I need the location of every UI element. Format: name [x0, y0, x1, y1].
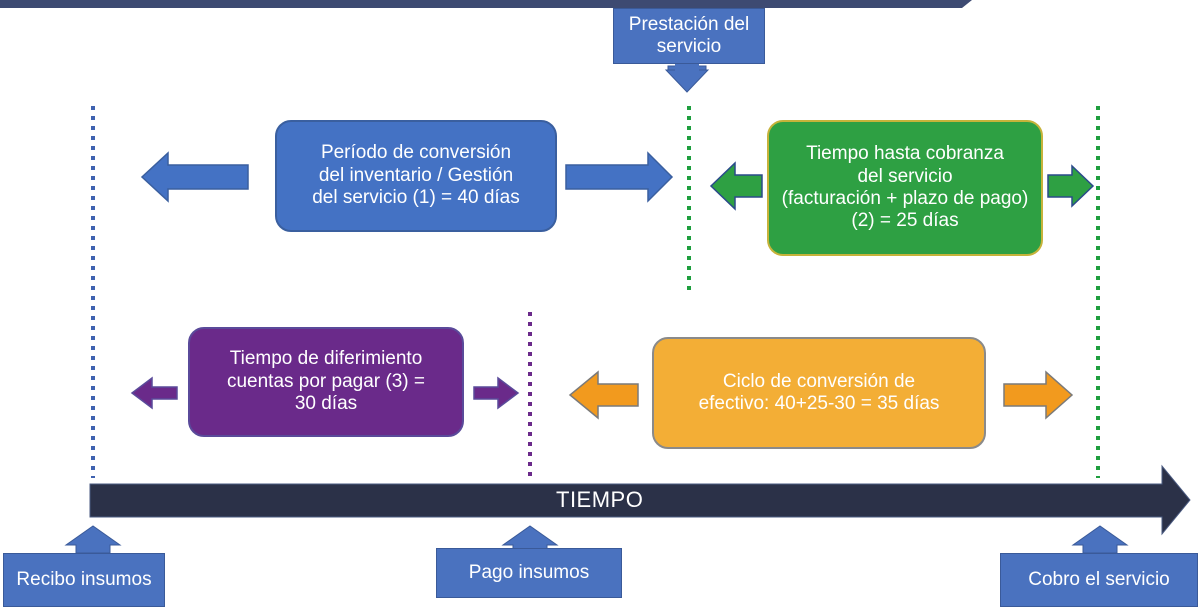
collection-time-box: Tiempo hasta cobranza del servicio (fact… [767, 120, 1043, 256]
collection-right-arrow [1047, 164, 1095, 208]
cash-cycle-right-arrow [1003, 370, 1074, 420]
payables-left-arrow [130, 376, 178, 410]
inventory-line3: del servicio (1) = 40 días [312, 187, 520, 209]
collection-line1: Tiempo hasta cobranza [806, 143, 1004, 165]
collection-line2: del servicio [857, 165, 953, 187]
prestacion-callout: Prestación del servicio [613, 8, 765, 64]
pago-insumos-label: Pago insumos [436, 548, 622, 598]
inventory-left-arrow [140, 151, 249, 203]
payables-line2: cuentas por pagar (3) = [226, 370, 426, 392]
prestacion-label-line2: servicio [656, 36, 722, 57]
cobro-servicio-text: Cobro el servicio [1028, 569, 1170, 591]
inventory-period-box: Período de conversión del inventario / G… [275, 120, 557, 232]
cash-conversion-cycle-box: Ciclo de conversión de efectivo: 40+25-3… [652, 337, 986, 449]
cash-cycle-line2: efectivo: 40+25-30 = 35 días [698, 393, 940, 414]
cash-cycle-left-arrow [568, 370, 639, 420]
top-banner-bar [0, 0, 972, 8]
payables-line1: Tiempo de diferimiento [229, 348, 423, 370]
recibo-insumos-text: Recibo insumos [16, 569, 152, 591]
inventory-line2: del inventario / Gestión [318, 164, 514, 186]
timeline-arrow [89, 464, 1191, 536]
prestacion-arrow-stem [675, 64, 699, 72]
collection-line3: (facturación + plazo de pago) [781, 188, 1029, 209]
inventory-line1: Período de conversión [320, 142, 512, 164]
recibo-up-arrow [64, 525, 122, 554]
collection-line4: (2) = 25 días [851, 210, 959, 232]
payables-line3: 30 días [294, 393, 358, 415]
payables-right-arrow [473, 376, 520, 410]
recibo-insumos-label: Recibo insumos [3, 553, 165, 607]
inventory-right-arrow [565, 151, 674, 203]
collection-left-arrow [709, 161, 763, 211]
payables-deferral-box: Tiempo de diferimiento cuentas por pagar… [188, 327, 464, 437]
cobro-servicio-label: Cobro el servicio [1000, 553, 1198, 607]
timeline-label: TIEMPO [556, 487, 644, 512]
pago-insumos-text: Pago insumos [468, 562, 590, 584]
cobro-up-arrow [1071, 525, 1129, 554]
prestacion-label-line1: Prestación del [628, 14, 750, 36]
cash-cycle-line1: Ciclo de conversión de [722, 370, 916, 392]
prestacion-down-arrow-head [664, 69, 710, 93]
